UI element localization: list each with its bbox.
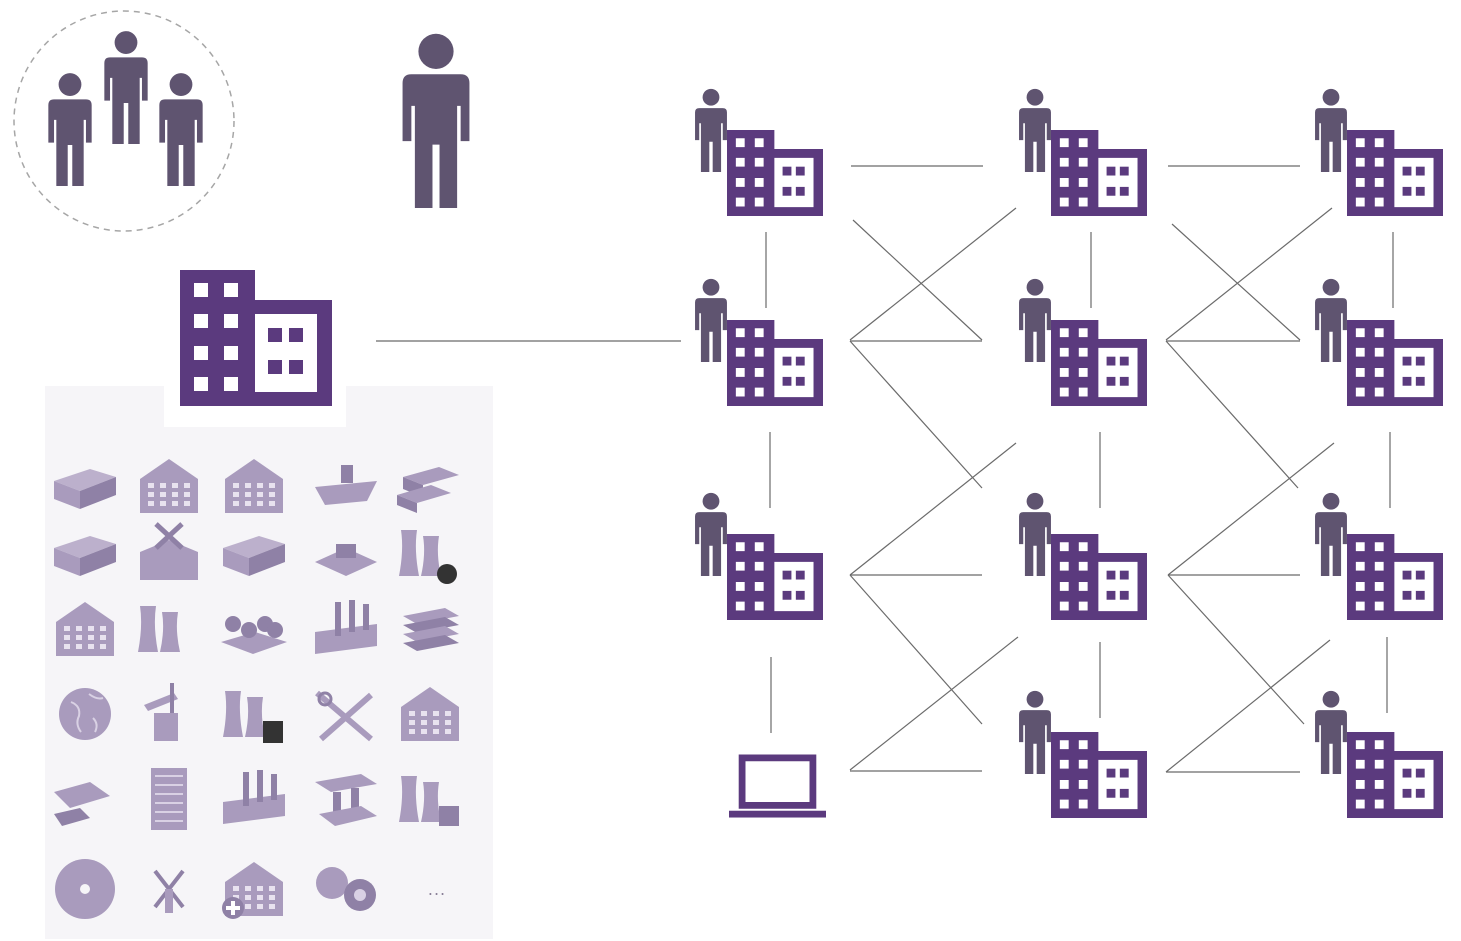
industry-icon-palette [54,459,459,919]
person-icon [1315,278,1347,362]
person-icon [695,88,727,172]
fabric-stack-icon[interactable] [403,608,459,651]
office-building-icon [1051,732,1147,818]
users-group-icon [159,73,203,186]
person-icon [1019,690,1051,774]
network-links [765,165,1394,773]
person-with-company-node[interactable] [1019,278,1147,406]
workshop-tools-icon[interactable] [140,522,198,580]
office-building-icon [1051,534,1147,620]
network-link [849,340,983,489]
laptop-node[interactable] [729,754,826,818]
saw-blade-icon[interactable] [55,859,115,919]
person-with-company-node[interactable] [1315,492,1443,620]
network-link [849,207,1017,341]
cargo-ship-icon[interactable] [315,465,377,505]
office-building-icon [1347,534,1443,620]
cooling-towers-icon[interactable] [138,606,180,652]
gas-station-icon[interactable] [315,774,377,826]
skyscraper-icon[interactable] [151,768,187,830]
group-boundary [13,10,235,232]
office-block-icon[interactable] [401,687,459,741]
network-link [1167,442,1335,576]
oil-pump-icon[interactable] [144,683,178,741]
person-icon [1315,88,1347,172]
construction-site-icon[interactable] [54,782,110,826]
network-nodes [695,88,1443,818]
laptop-icon [729,754,826,818]
office-building-icon [1347,130,1443,216]
person-icon [1315,690,1347,774]
office-building-icon [1051,320,1147,406]
network-link [1171,223,1301,341]
office-building-icon [727,320,823,406]
office-building-icon [1051,130,1147,216]
person-icon [1019,278,1051,362]
power-plant-oil-icon[interactable] [223,691,283,743]
containers-icon[interactable] [397,467,459,513]
more-icons-ellipsis[interactable]: ... [427,880,447,899]
farm-trees-icon[interactable] [221,616,287,654]
villa-icon[interactable] [225,459,283,513]
mansion-icon[interactable] [140,459,198,513]
hospital-icon[interactable] [222,862,283,919]
factory-chimneys-icon[interactable] [315,600,377,654]
person-icon [695,278,727,362]
network-link [1165,340,1299,489]
globe-icon[interactable] [59,688,111,740]
network-link [1165,639,1331,773]
person-icon [1315,492,1347,576]
cutting-tools-icon[interactable] [315,690,373,742]
network-link [1167,574,1305,725]
person-with-company-node[interactable] [1315,88,1443,216]
house-icon[interactable] [56,602,114,656]
parcel-icon[interactable] [315,544,377,576]
person-icon [1019,88,1051,172]
office-building-icon [727,534,823,620]
network-link [1165,207,1333,341]
warehouse-icon[interactable] [54,469,116,509]
person-icon [695,492,727,576]
storage-shed-icon[interactable] [223,536,285,576]
single-person-node[interactable] [402,33,470,208]
person-with-company-node[interactable] [1019,690,1147,818]
power-plant-coal-icon[interactable] [399,530,457,584]
network-link [852,219,983,341]
person-with-company-node[interactable] [695,88,823,216]
person-with-company-node[interactable] [695,278,823,406]
person-with-company-node[interactable] [1019,88,1147,216]
network-link [849,442,1017,576]
network-link [849,574,983,725]
office-building-icon [727,130,823,216]
users-group-icon [104,31,148,144]
network-link [849,636,1019,771]
users-group-icon [48,73,92,186]
person-with-company-node[interactable] [695,492,823,620]
office-building-icon [1347,732,1443,818]
person-icon [1019,492,1051,576]
person-with-company-node[interactable] [1315,278,1443,406]
industry-palette-panel [45,386,493,939]
windmill-icon[interactable] [153,869,185,913]
person-icon [402,33,470,208]
dumbbell-icon[interactable] [316,867,376,911]
power-plant-recycle-icon[interactable] [399,776,459,826]
office-building-icon [1347,320,1443,406]
person-with-company-node[interactable] [1315,690,1443,818]
users-group-node[interactable] [13,10,235,232]
industrial-plant-icon[interactable] [223,770,285,824]
person-with-company-node[interactable] [1019,492,1147,620]
hangar-icon[interactable] [54,536,116,576]
